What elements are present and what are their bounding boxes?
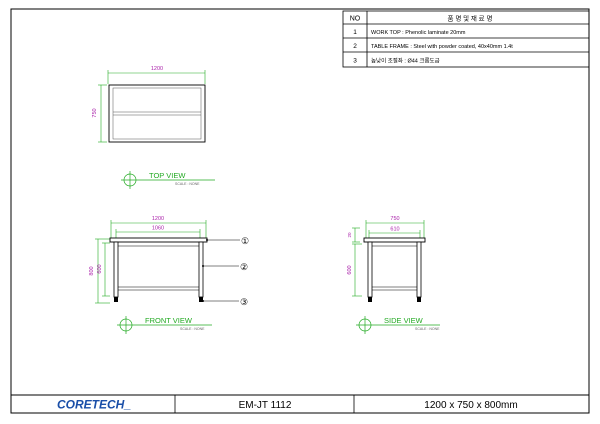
side-view-left-leg [367, 241, 373, 298]
side-view-symbol [356, 316, 440, 334]
front-view-frame-label: 600 [97, 264, 103, 273]
front-view-height-dimension [95, 238, 110, 304]
parts-table: NO 품 명 및 재 료 명 1 WORK TOP : Phenolic lam… [342, 10, 590, 68]
side-view-tabletop [363, 237, 426, 243]
parts-header-no: NO [350, 16, 361, 23]
side-view-right-leg [416, 241, 422, 298]
callout-leveler: ③ [240, 297, 248, 307]
top-view: 1200 750 TOP VIEW SCALE : NONE [92, 66, 215, 189]
parts-row-desc: TABLE FRAME : Steel with powder coated, … [371, 44, 513, 50]
sheet-border [10, 8, 590, 414]
product-size: 1200 x 750 x 800mm [424, 400, 517, 411]
parts-row-no: 1 [353, 29, 357, 36]
front-view-inner-label: 1060 [152, 226, 164, 232]
side-view-height-label: 600 [347, 265, 353, 274]
side-view-left-foot [368, 297, 372, 302]
top-view-depth-dimension [98, 84, 107, 143]
front-view-width-dimension [110, 220, 207, 241]
side-view-title: SIDE VIEW [384, 316, 424, 325]
front-view-tabletop [109, 237, 208, 243]
top-view-depth-label: 750 [92, 108, 98, 117]
front-view-title: FRONT VIEW [145, 316, 193, 325]
front-view-left-leg [113, 241, 119, 298]
top-view-scale: SCALE : NONE [175, 182, 200, 186]
top-view-title: TOP VIEW [149, 171, 186, 180]
front-view-width-label: 1200 [152, 216, 164, 222]
model-number: EM-JT 1112 [239, 400, 292, 411]
front-view-right-foot [199, 297, 203, 302]
parts-row-desc: WORK TOP : Phenolic laminate 20mm [371, 30, 466, 36]
side-view-width-label: 750 [390, 216, 399, 222]
top-view-symbol [121, 171, 215, 189]
top-view-width-dimension [107, 70, 206, 84]
side-view-right-foot [417, 297, 421, 302]
front-view-scale: SCALE : NONE [180, 327, 205, 331]
parts-row-desc: 높낮이 조절좌 : Ø44 크롬도금 [371, 57, 440, 65]
callout-frame: ② [240, 262, 248, 272]
parts-row-no: 3 [353, 58, 357, 65]
callout-worktop: ① [241, 236, 249, 246]
title-block: CORETECH_ EM-JT 1112 1200 x 750 x 800mm [10, 394, 590, 414]
company-logo: CORETECH_ [57, 398, 131, 412]
top-view-frame [112, 87, 202, 140]
front-view-symbol [117, 316, 212, 334]
front-view: 1200 1060 800 600 ① ② [89, 216, 249, 334]
parts-row-no: 2 [353, 43, 357, 50]
top-view-width-label: 1200 [151, 66, 163, 72]
parts-header-desc: 품 명 및 재 료 명 [448, 14, 493, 23]
front-view-left-foot [114, 297, 118, 302]
side-view: 750 610 20 600 SIDE VIEW SCALE : [347, 216, 440, 334]
side-view-top-label: 20 [347, 232, 352, 238]
front-view-height-label: 800 [89, 266, 95, 275]
side-view-scale: SCALE : NONE [415, 327, 440, 331]
side-view-inner-label: 610 [390, 227, 399, 233]
front-view-right-leg [198, 241, 204, 298]
side-view-height-dimension [352, 227, 362, 297]
top-view-tabletop [108, 84, 206, 143]
